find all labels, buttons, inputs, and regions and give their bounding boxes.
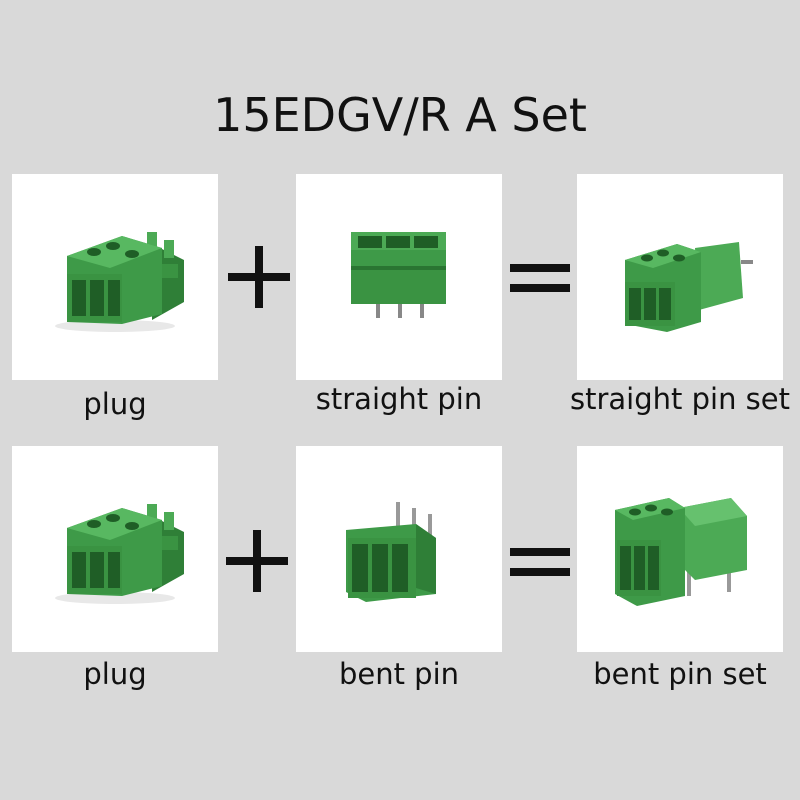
plus-icon: [226, 244, 292, 310]
plug-image: [12, 446, 218, 652]
straight-pin-image: [296, 174, 502, 380]
bent-pin-set-image: [577, 446, 783, 652]
page-title: 15EDGV/R A Set: [213, 88, 587, 142]
bent-pin-label: bent pin: [338, 657, 460, 691]
straight-pin-set-label: straight pin set: [570, 382, 790, 416]
plug-image: [12, 174, 218, 380]
bent-pin-set-label: bent pin set: [593, 657, 767, 691]
straight-pin-label: straight pin: [315, 382, 483, 416]
equals-icon: [510, 546, 570, 580]
plug-label: plug: [83, 657, 147, 691]
straight-pin-set-image: [577, 174, 783, 380]
equals-icon: [510, 262, 570, 296]
plus-icon: [224, 528, 290, 594]
bent-pin-image: [296, 446, 502, 652]
plug-label: plug: [83, 387, 147, 421]
